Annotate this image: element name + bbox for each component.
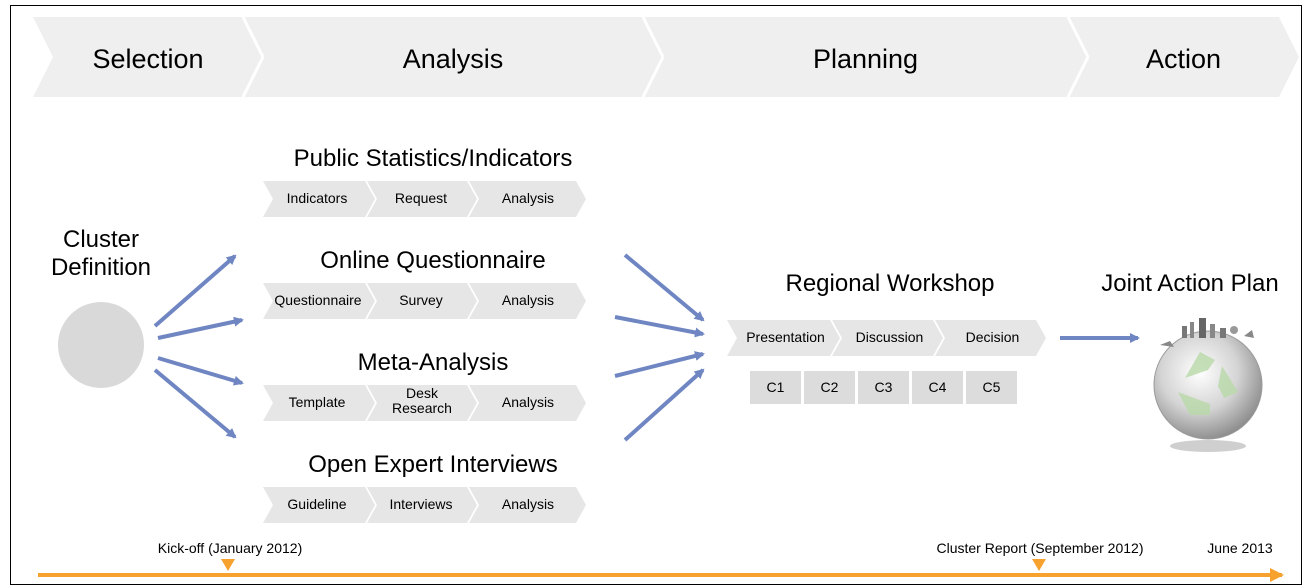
- step-chevron: [469, 385, 586, 421]
- chevron-separator: [641, 16, 665, 58]
- c-box-label: C2: [820, 379, 839, 395]
- phase-chevron-action: [1068, 17, 1299, 97]
- workshop-title: Regional Workshop: [785, 270, 995, 297]
- workshop-step-chevron: [727, 320, 840, 356]
- action-plan-title: Joint Action Plan: [1101, 270, 1279, 297]
- chevron-separator: [241, 56, 265, 98]
- workshop-step-label: Discussion: [855, 329, 924, 345]
- step-chevron: [263, 283, 375, 319]
- workshop-step-chevron: [935, 320, 1046, 356]
- phase-chevron-planning: [643, 17, 1088, 97]
- group-title-open-expert-interviews: Open Expert Interviews: [308, 451, 558, 478]
- cluster-title: Cluster Definition: [40, 226, 162, 282]
- step-label: Interviews: [389, 496, 453, 512]
- step-label: Analysis: [501, 190, 555, 206]
- step-chevron: [469, 181, 586, 217]
- flow-arrow: [623, 253, 705, 322]
- milestone-marker: [221, 559, 235, 571]
- workshop-step-chevron: [832, 320, 943, 356]
- diagram-frame: [10, 5, 1302, 585]
- flow-arrow: [153, 368, 237, 439]
- flow-arrow: [614, 315, 705, 338]
- step-chevron: [367, 283, 477, 319]
- c-box-label: C3: [874, 379, 893, 395]
- cluster-title-line2: Definition: [50, 254, 152, 281]
- milestone-kickoff: Kick-off (January 2012): [157, 540, 303, 556]
- step-label: Analysis: [501, 292, 555, 308]
- phase-label-selection: Selection: [92, 44, 204, 74]
- chevron-separator: [641, 56, 665, 98]
- group-title-online-questionnaire: Online Questionnaire: [320, 247, 546, 274]
- c-box: [858, 371, 909, 404]
- flow-arrow: [623, 368, 705, 442]
- phase-chevron-selection: [33, 17, 263, 97]
- milestone-june-2013: June 2013: [1207, 540, 1273, 556]
- cluster-title-line1: Cluster: [62, 226, 140, 253]
- workshop-step-label: Presentation: [746, 329, 825, 345]
- step-label: Desk Research: [392, 385, 452, 416]
- step-chevron: [367, 181, 477, 217]
- milestone-cluster-report: Cluster Report (September 2012): [936, 540, 1144, 556]
- globe-recycle-icon: [1153, 318, 1263, 452]
- c-box: [912, 371, 963, 404]
- chevron-separator: [241, 16, 265, 58]
- flow-arrow: [614, 351, 705, 378]
- c-box: [804, 371, 855, 404]
- step-chevron: [469, 487, 586, 523]
- step-chevron: [263, 181, 375, 217]
- step-label: Request: [394, 190, 448, 206]
- step-chevron: [367, 385, 477, 421]
- flow-arrow: [157, 356, 244, 386]
- c-box: [966, 371, 1017, 404]
- step-label: Template: [288, 394, 346, 410]
- phase-label-action: Action: [1145, 44, 1222, 74]
- workshop-step-label: Decision: [965, 329, 1020, 345]
- chevron-separator: [1066, 16, 1090, 58]
- group-title-meta-analysis: Meta-Analysis: [357, 349, 509, 376]
- c-box: [750, 371, 801, 404]
- group-title-public-statistics: Public Statistics/Indicators: [293, 145, 573, 172]
- flow-arrow: [157, 316, 244, 340]
- c-box-label: C5: [982, 379, 1001, 395]
- flow-arrow: [153, 254, 237, 328]
- c-box-label: C1: [766, 379, 785, 395]
- phase-label-analysis: Analysis: [402, 44, 504, 74]
- milestone-marker: [1032, 559, 1046, 571]
- phase-label-planning: Planning: [812, 44, 919, 74]
- step-label: Analysis: [501, 394, 555, 410]
- step-label: Analysis: [501, 496, 555, 512]
- cluster-circle: [58, 302, 144, 388]
- step-chevron: [263, 385, 375, 421]
- step-label: Guideline: [287, 496, 347, 512]
- step-chevron: [263, 487, 375, 523]
- step-label: Survey: [399, 292, 443, 308]
- c-box-label: C4: [928, 379, 947, 395]
- step-chevron: [469, 283, 586, 319]
- step-chevron: [367, 487, 477, 523]
- step-label: Indicators: [286, 190, 348, 206]
- phase-chevron-analysis: [243, 17, 663, 97]
- step-label: Questionnaire: [274, 292, 362, 308]
- chevron-separator: [1066, 56, 1090, 98]
